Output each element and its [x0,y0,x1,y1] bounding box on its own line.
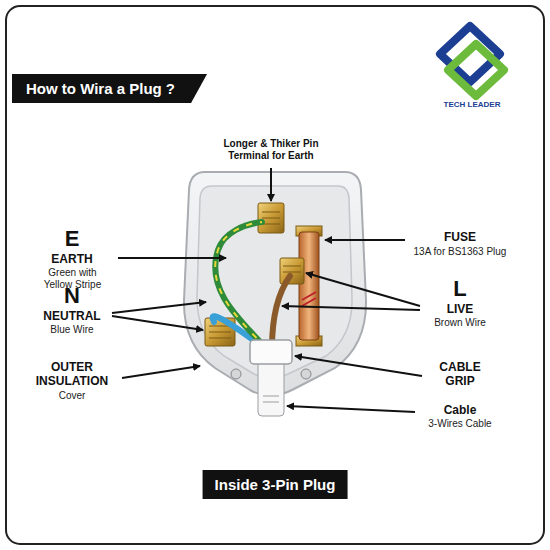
leader-line [282,306,420,310]
earth-stripe [215,222,266,348]
part-note: Brown Wire [390,317,530,329]
logo [440,26,504,96]
leader-line [270,168,272,201]
part-name: NEUTRAL [17,309,127,323]
title-banner: How to Wira a Plug ? [12,74,207,103]
screw-thread [283,266,301,267]
part-name: EARTH [17,252,127,266]
screw-thread [209,332,231,333]
screw-thread [262,212,280,213]
screw-thread [283,272,301,273]
live-terminal [280,258,304,284]
part-name: Cable [390,403,530,417]
part-name: LIVE [390,302,530,316]
logo-text: TECH LEADER [432,100,512,110]
frame [6,6,544,544]
plug-cavity [197,186,352,378]
part-name: CABLE GRIP [430,360,490,388]
terminal-letter: L [390,276,530,301]
screw-thread [262,218,280,219]
part-name: OUTER INSULATION [27,360,117,388]
terminal-letter: E [17,226,127,251]
leader-line [306,273,420,306]
cable [258,360,284,416]
cable-grip [250,340,292,364]
grip-screw [231,369,241,379]
earth-pin-note: Longer & Thiker Pin Terminal for Earth [211,138,331,162]
earth-wire [215,222,266,348]
leader-line [118,257,226,259]
part-note: 13A for BS1363 Plug [390,246,530,258]
part-note: Cover [17,390,127,402]
cable-ridge [263,402,279,403]
live-wire [272,276,290,348]
fuse-mark [302,292,316,306]
part-note: 3-Wires Cable [390,418,530,430]
leader-line [122,366,200,378]
leader-lines [112,168,422,412]
grip-screw [301,369,311,379]
part-name: FUSE [390,230,530,244]
caption-box: Inside 3-Pin Plug [203,470,348,499]
part-note: Blue Wire [17,324,127,336]
leader-line [287,406,415,412]
logo-green [448,44,504,96]
fuse [299,232,319,340]
leader-line [325,239,405,241]
screw-thread [209,338,231,339]
leader-line [112,316,203,330]
cable-ridge [263,396,279,397]
leader-line [112,302,206,313]
leader-line [295,356,422,376]
screw-thread [262,224,280,225]
earth-terminal [258,203,284,233]
terminal-letter: N [17,283,127,308]
